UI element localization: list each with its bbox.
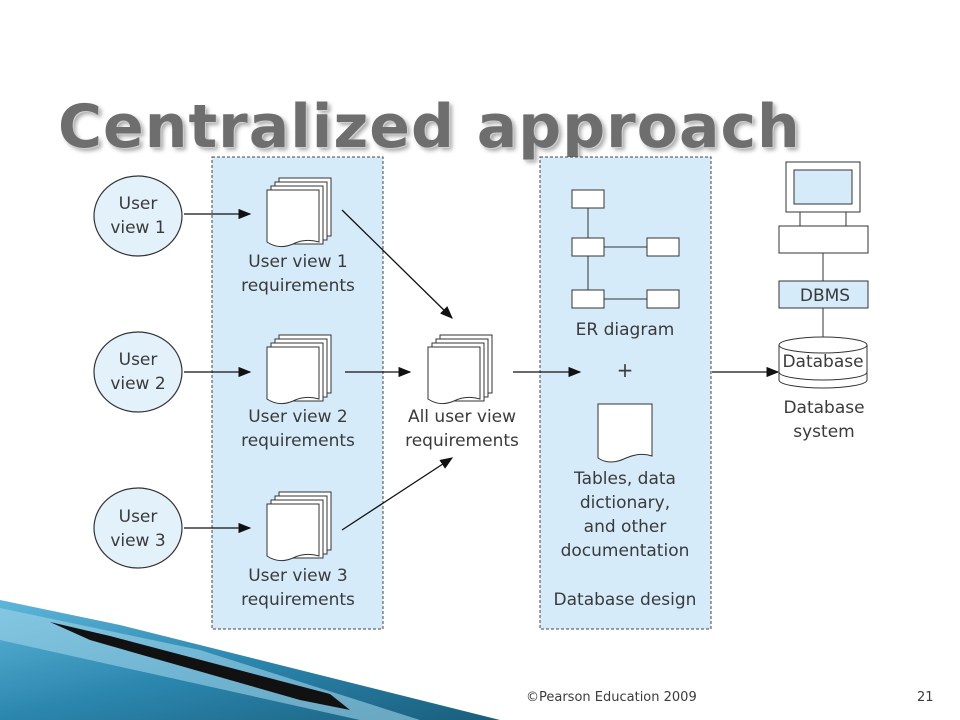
all-requirements-line2: requirements	[405, 431, 519, 451]
tables-line-2: dictionary,	[580, 493, 670, 513]
database-system-line2: system	[793, 422, 854, 442]
user-view-3-ellipse	[93, 487, 183, 569]
arrow-req-3-to-all	[341, 457, 454, 531]
user-view-1: User view 1	[93, 175, 183, 257]
database-design-panel	[539, 156, 712, 630]
database-cylinder-icon	[778, 336, 868, 389]
page-number: 21	[917, 690, 934, 705]
all-requirements-doc-stack-icon	[427, 334, 493, 405]
tables-document-icon	[597, 403, 653, 463]
user-view-3-line2: view 3	[110, 531, 165, 551]
doc-stack-3-icon	[266, 491, 332, 562]
footer-copyright: ©Pearson Education 2009	[526, 690, 697, 705]
er-diagram-label: ER diagram	[576, 320, 675, 340]
req-3-line2: requirements	[241, 590, 355, 610]
user-view-1-line2: view 1	[110, 218, 165, 238]
user-view-1-line1: User	[119, 194, 158, 214]
tables-line-1: Tables, data	[573, 469, 676, 489]
req-1-line1: User view 1	[248, 252, 348, 272]
req-2-line1: User view 2	[248, 407, 348, 427]
corner-swoosh-black-stroke	[50, 622, 350, 710]
user-view-3: User view 3	[93, 487, 183, 569]
doc-stack-2-icon	[266, 334, 332, 405]
plus-sign: +	[617, 358, 634, 382]
doc-stack-1-icon	[266, 177, 332, 248]
tables-line-3: and other	[584, 517, 667, 537]
corner-swoosh-shape	[0, 600, 500, 720]
database-system-line1: Database	[783, 398, 864, 418]
arrow-req-1-to-all	[341, 209, 453, 319]
database-cylinder-label: Database	[782, 352, 863, 372]
er-diagram-icon	[571, 189, 680, 309]
tables-line-4: documentation	[561, 541, 690, 561]
user-view-2-line2: view 2	[110, 374, 165, 394]
computer-icon	[778, 161, 869, 281]
database-design-label: Database design	[554, 590, 697, 610]
user-view-2-line1: User	[119, 350, 158, 370]
req-3-line1: User view 3	[248, 566, 348, 586]
req-1-line2: requirements	[241, 276, 355, 296]
user-view-3-line1: User	[119, 507, 158, 527]
dbms-label: DBMS	[800, 286, 850, 306]
user-view-2-ellipse	[93, 331, 183, 413]
slide-title: Centralized approach	[58, 92, 801, 162]
user-view-1-ellipse	[93, 175, 183, 257]
all-requirements-line1: All user view	[408, 407, 516, 427]
user-view-2: User view 2	[93, 331, 183, 413]
req-2-line2: requirements	[241, 431, 355, 451]
dbms-box	[778, 280, 869, 309]
